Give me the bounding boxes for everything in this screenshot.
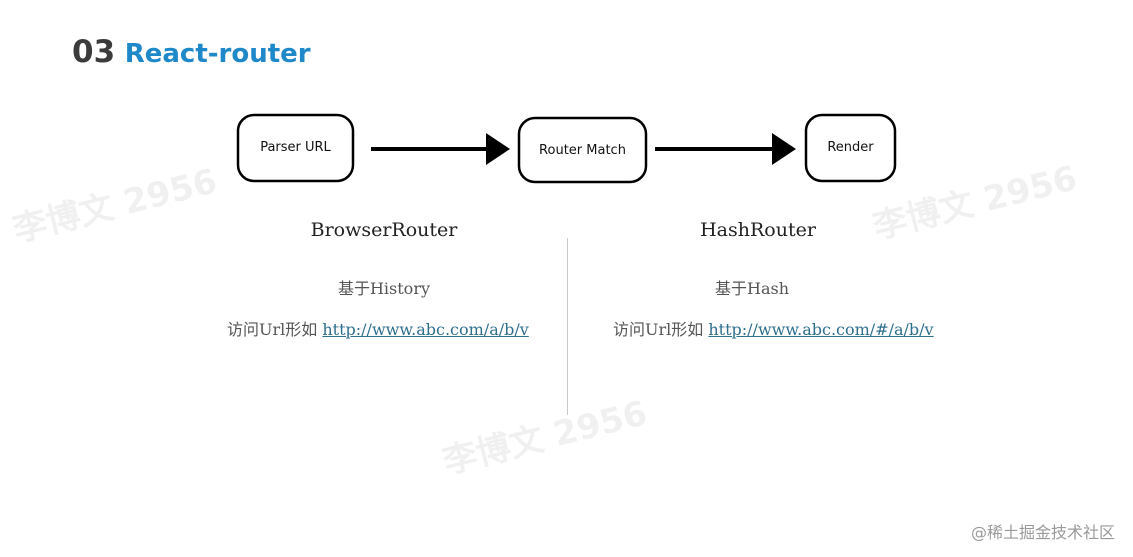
hash-router-heading: HashRouter (700, 219, 816, 241)
section-title-text: React-router (124, 39, 311, 69)
section-number: 03 (72, 34, 116, 70)
node-label-parser-url: Parser URL (260, 140, 331, 155)
hash-router-url-line: 访问Url形如 http://www.abc.com/#/a/b/v (613, 316, 934, 340)
browser-router-url-line: 访问Url形如 http://www.abc.com/a/b/v (227, 316, 529, 340)
node-box-render (804, 113, 897, 183)
node-box-router-match (517, 116, 648, 184)
browser-router-heading: BrowserRouter (310, 219, 458, 241)
node-label-render: Render (827, 140, 874, 155)
column-divider (567, 238, 568, 415)
node-box-parser-url (236, 113, 355, 183)
source-credit: @稀土掘金技术社区 (970, 523, 1115, 542)
browser-router-url-link[interactable]: http://www.abc.com/a/b/v (322, 320, 529, 339)
section-title: 03 React-router (72, 34, 311, 70)
hash-router-url-link[interactable]: http://www.abc.com/#/a/b/v (708, 320, 934, 339)
browser-router-basis: 基于History (337, 279, 431, 298)
node-label-router-match: Router Match (539, 143, 626, 158)
url-prefix: 访问Url形如 (613, 320, 704, 339)
hash-router-basis: 基于Hash (714, 279, 789, 298)
url-prefix: 访问Url形如 (227, 320, 318, 339)
